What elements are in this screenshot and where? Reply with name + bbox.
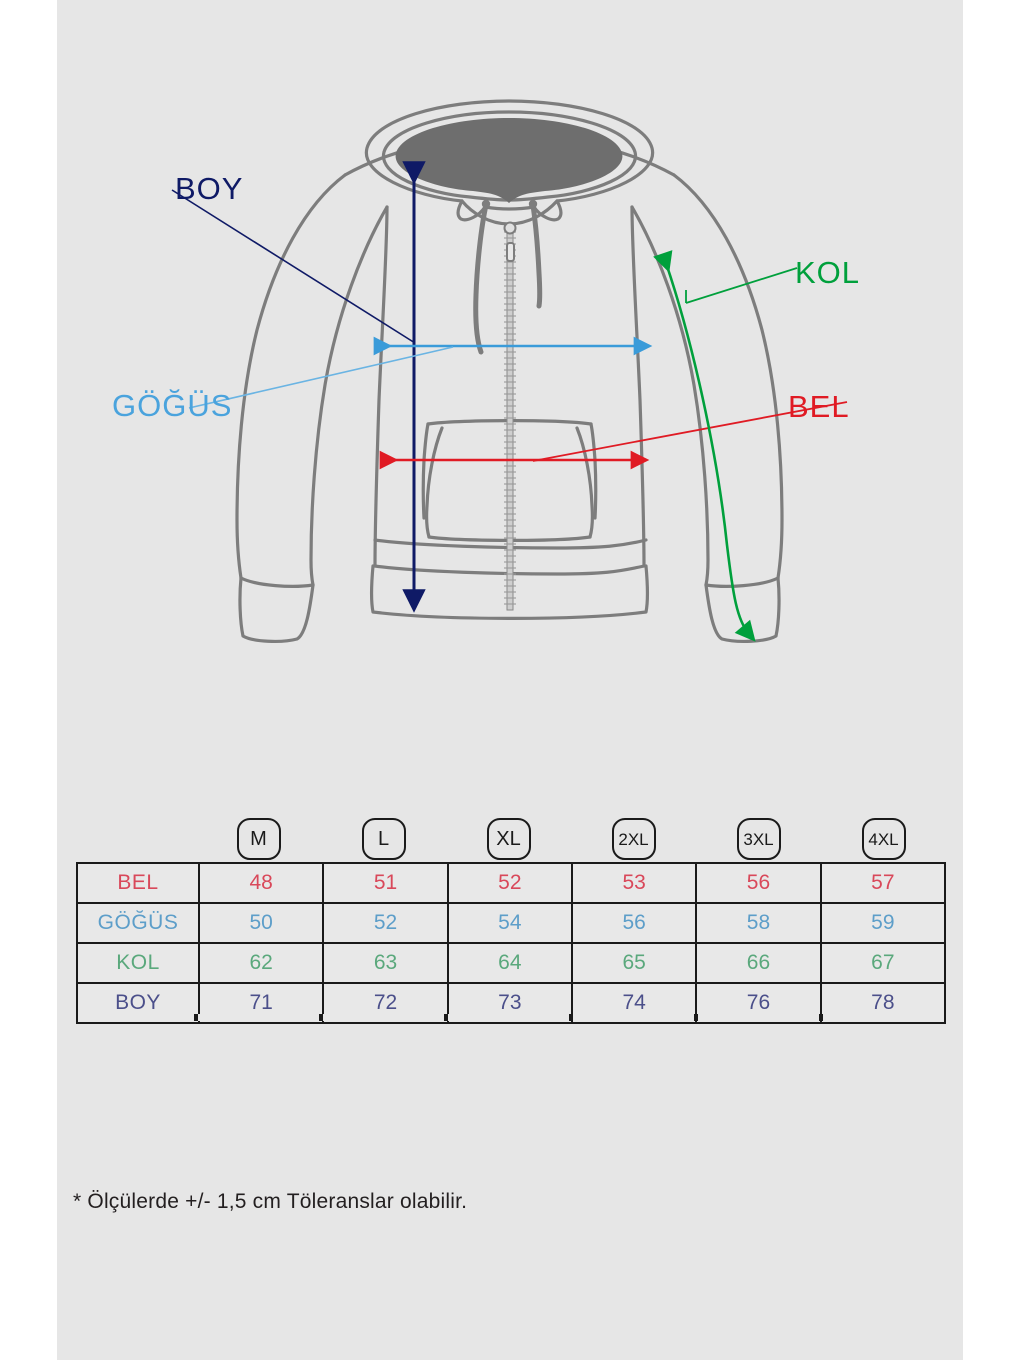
table-cell: 65 [570,942,698,984]
table-cell: 48 [197,862,325,904]
table-cell: 67 [819,942,947,984]
table-cell: 52 [322,902,449,944]
table-cell: 53 [570,862,698,904]
size-badge-4xl: 4XL [861,818,906,860]
table-cell: 63 [322,942,449,984]
table-row-header-kol: KOL [76,942,200,984]
table-stub-cell [571,1014,696,1021]
size-badge-label: L [377,828,390,850]
measure-arrow-gogus [188,336,653,409]
size-badge-label: 2XL [618,829,649,849]
table-cell: 56 [570,902,698,944]
table-row-header-göğüs: GÖĞÜS [76,902,200,944]
size-badge-label: XL [496,828,521,850]
label-gogus: GÖĞÜS [112,388,233,423]
measure-arrow-boy [171,161,426,613]
table-cell: 62 [197,942,325,984]
label-bel: BEL [788,389,850,424]
tolerance-footnote: * Ölçülerde +/- 1,5 cm Töleranslar olabi… [73,1190,468,1213]
table-cell: 58 [695,902,822,944]
size-badge-label: 4XL [868,829,899,849]
table-cell: 66 [695,942,822,984]
table-stub-cell [446,1014,571,1021]
table-cell: 56 [695,862,822,904]
table-cell: 57 [819,862,947,904]
table-cell: 59 [819,902,947,944]
table-cell: 64 [446,942,573,984]
hoodie-illustration [57,0,963,700]
measure-arrow-kol [653,250,798,642]
size-badge-3xl: 3XL [736,818,781,860]
size-badges-row: M L XL 2XL 3XL 4XL [76,818,946,860]
size-badge-label: M [250,828,267,850]
label-kol: KOL [795,255,861,290]
zipper-group [503,221,517,611]
table-cell: 52 [446,862,573,904]
size-badge-xl: XL [486,818,531,860]
table-stub-cell [821,1014,946,1021]
label-boy: BOY [175,171,244,206]
table-stub-cell [196,1014,321,1021]
size-badge-label: 3XL [743,829,774,849]
hood-inner-fill [395,118,623,203]
table-row-header-bel: BEL [76,862,200,904]
size-badge-m: M [236,818,281,860]
table-bottom-stub [76,1014,946,1021]
table-cell: 51 [322,862,449,904]
table-stub-cell [696,1014,821,1021]
size-badge-2xl: 2XL [611,818,656,860]
size-badge-l: L [361,818,406,860]
table-stub-cell [76,1014,196,1021]
table-cell: 54 [446,902,573,944]
table-cell: 50 [197,902,325,944]
table-stub-cell [321,1014,446,1021]
